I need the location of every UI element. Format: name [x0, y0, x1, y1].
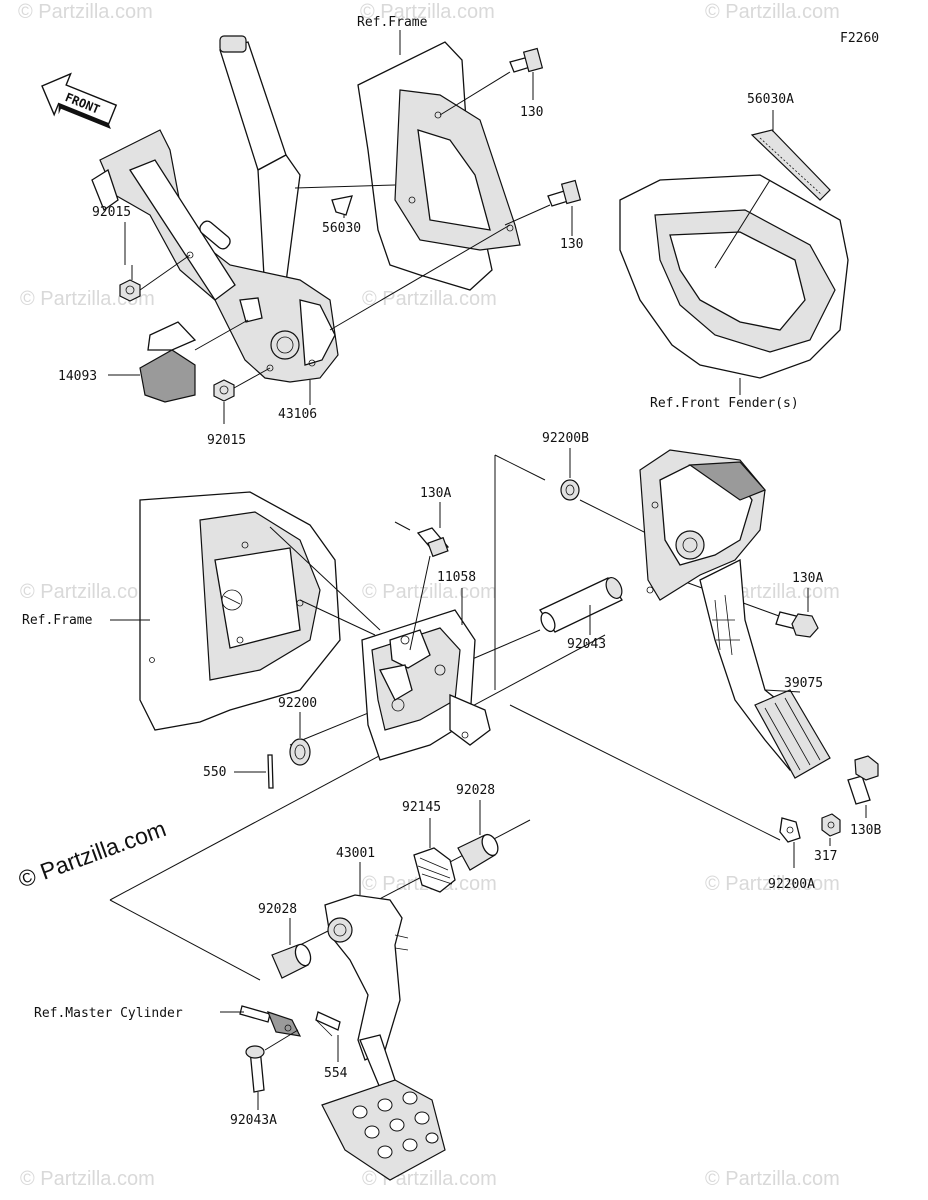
- cotter-pin-550: [234, 754, 274, 789]
- part-label-92043: 92043: [567, 637, 606, 652]
- bushing-92028-top: [457, 800, 499, 871]
- watermark: © Partzilla.com: [18, 1, 153, 23]
- bolt-130B: [847, 755, 879, 818]
- diagram-code: F2260: [840, 31, 879, 46]
- parking-brake-lever: [91, 35, 339, 383]
- ref-front-fender-label: Ref.Front Fender(s): [650, 396, 799, 411]
- switch-14093: [108, 319, 249, 403]
- part-label-130-mid: 130: [560, 237, 583, 252]
- part-label-92200: 92200: [278, 696, 317, 711]
- part-label-14093: 14093: [58, 369, 97, 384]
- watermark: © Partzilla.com: [362, 581, 497, 603]
- bolt-130-mid: [504, 179, 582, 236]
- part-label-43001: 43001: [336, 846, 375, 861]
- clip-92200A: [779, 817, 801, 868]
- nut-92015-bottom: [213, 367, 271, 424]
- front-fender: [619, 174, 849, 395]
- part-label-92015-top: 92015: [92, 205, 131, 220]
- pin-92043A: [245, 1029, 299, 1110]
- clip-pin-554: [315, 1011, 341, 1062]
- washer-92200B: [560, 448, 580, 501]
- master-cylinder-clevis: [220, 1005, 302, 1037]
- part-label-56030: 56030: [322, 221, 361, 236]
- part-label-130B: 130B: [850, 823, 881, 838]
- ref-master-cylinder-label: Ref.Master Cylinder: [34, 1006, 183, 1021]
- spring-92145: [413, 818, 456, 893]
- frame-bracket-top: [357, 30, 521, 291]
- bushing-92028-bottom: [271, 918, 312, 979]
- part-label-92200A: 92200A: [768, 877, 815, 892]
- pedal-pad-holes: [352, 1091, 439, 1159]
- part-label-317: 317: [814, 849, 837, 864]
- part-label-11058: 11058: [437, 570, 476, 585]
- ref-frame-top-label: Ref.Frame: [357, 15, 428, 30]
- front-arrow: FRONT: [41, 72, 118, 129]
- bolt-130A-right: [775, 588, 819, 638]
- part-label-56030A: 56030A: [747, 92, 794, 107]
- brake-pedal-43001: [321, 862, 446, 1181]
- part-label-550: 550: [203, 765, 226, 780]
- part-label-92028-top: 92028: [456, 783, 495, 798]
- part-label-554: 554: [324, 1066, 348, 1081]
- frame-lower-left: [110, 491, 341, 731]
- part-label-130A-left: 130A: [420, 486, 451, 501]
- part-label-92028-bottom: 92028: [258, 902, 297, 917]
- pin-92043: [539, 577, 623, 635]
- accelerator-pedal-39075: [639, 449, 831, 779]
- bolt-130A-left: [394, 502, 450, 651]
- watermark: © Partzilla.com: [705, 873, 840, 895]
- part-label-130A-right: 130A: [792, 571, 823, 586]
- watermark: © Partzilla.com: [20, 581, 155, 603]
- part-label-130-top: 130: [520, 105, 543, 120]
- bolt-130-top: [439, 47, 544, 116]
- part-label-92200B: 92200B: [542, 431, 589, 446]
- nut-317: [821, 813, 841, 846]
- part-label-39075: 39075: [784, 676, 823, 691]
- clip-56030: [331, 195, 353, 218]
- watermark: © Partzilla.com: [705, 1, 840, 23]
- part-label-92015-bottom: 92015: [207, 433, 246, 448]
- part-label-43106: 43106: [278, 407, 317, 422]
- pedal-bracket-11058: [361, 588, 491, 761]
- ref-frame-left-label: Ref.Frame: [22, 613, 93, 628]
- watermark: © Partzilla.com: [362, 288, 497, 310]
- watermark: © Partzilla.com: [20, 1168, 155, 1190]
- part-label-92043A: 92043A: [230, 1113, 277, 1128]
- watermark: © Partzilla.com: [705, 1168, 840, 1190]
- nut-92015-top: [119, 265, 141, 302]
- washer-92200: [289, 712, 311, 766]
- part-label-92145: 92145: [402, 800, 441, 815]
- strip-56030A: [750, 110, 831, 201]
- watermark: © Partzilla.com: [360, 1, 495, 23]
